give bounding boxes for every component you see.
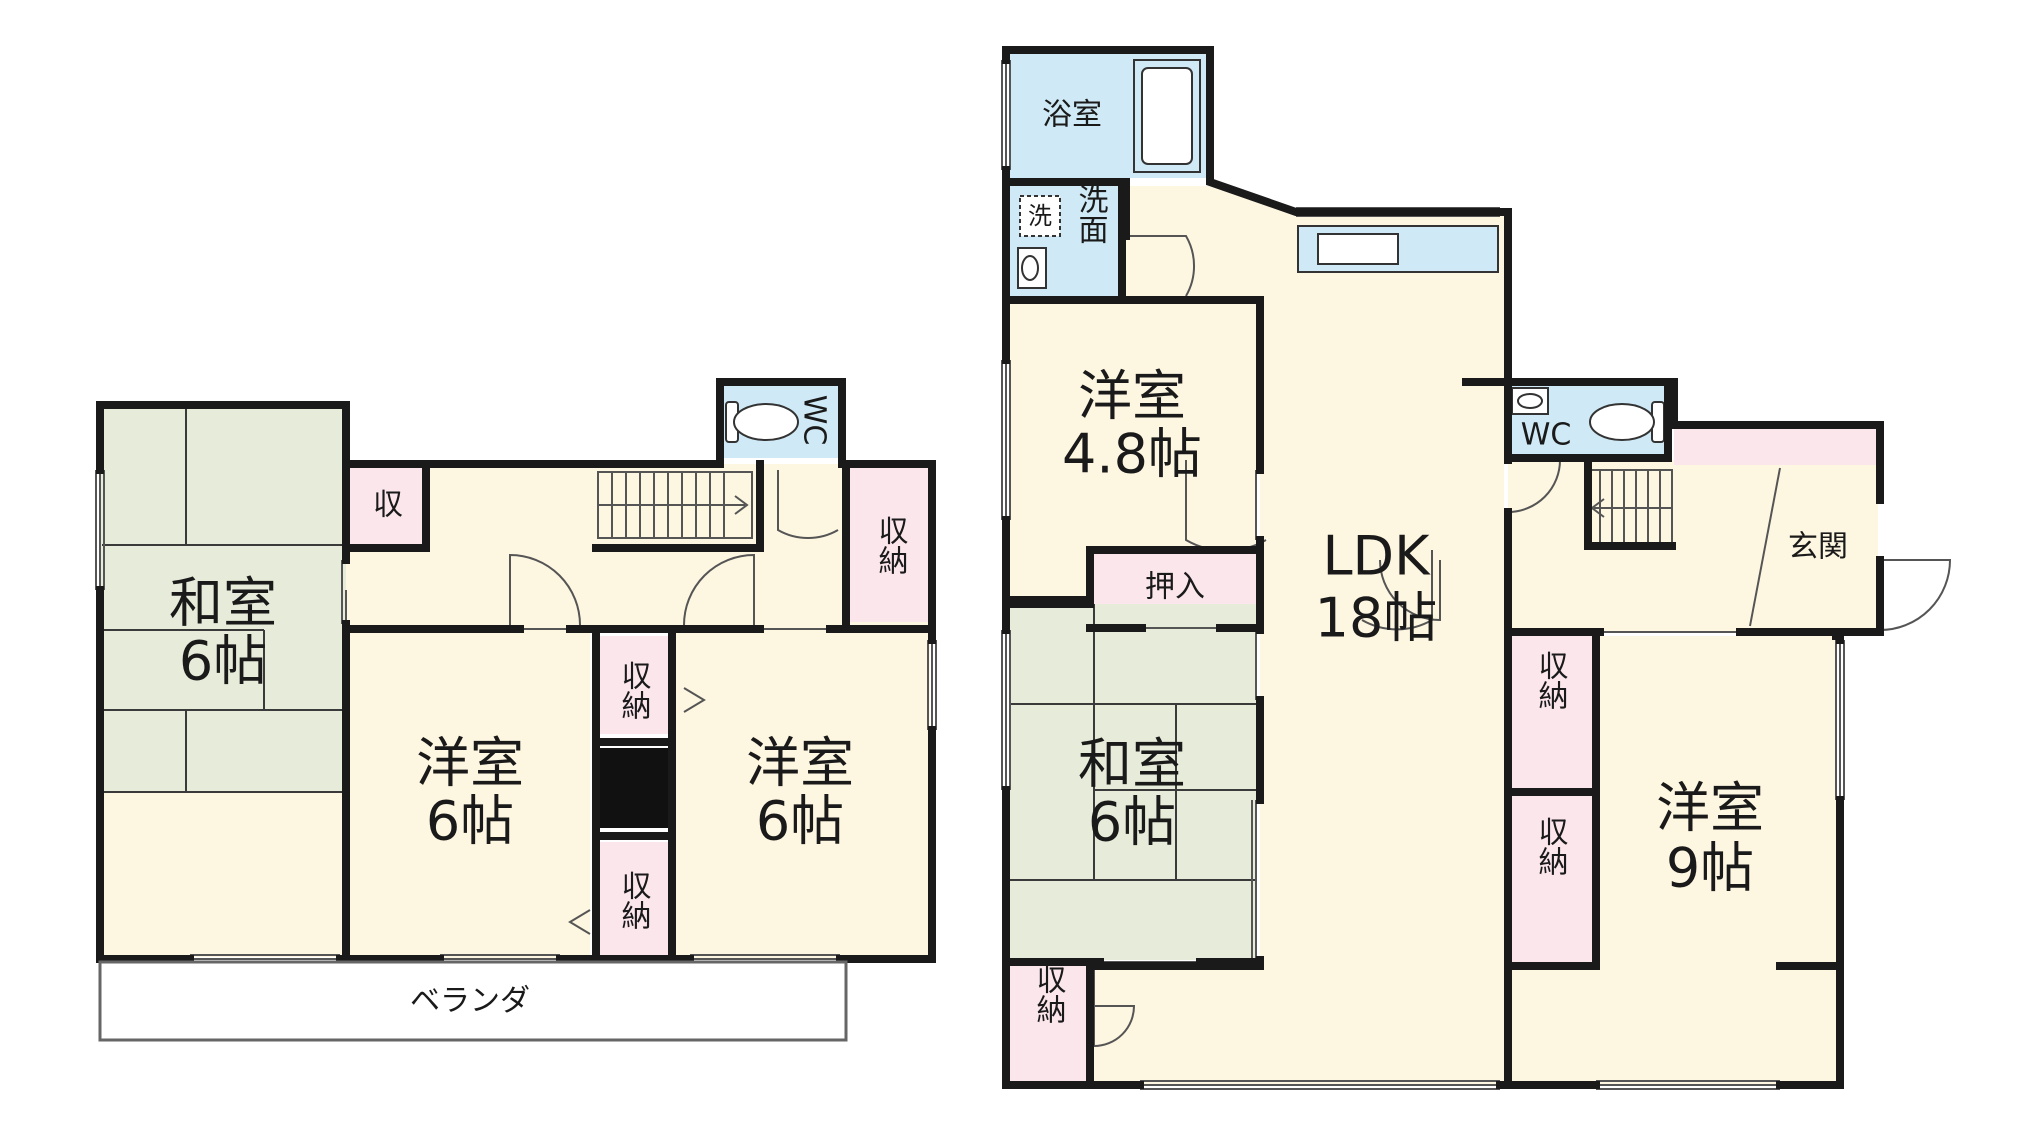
f2-yoshitsu-a-size: 6帖 bbox=[426, 790, 514, 853]
f1-ldk-name: LDK bbox=[1322, 525, 1431, 588]
f1-washitsu-size: 6帖 bbox=[1088, 791, 1176, 854]
f1-washer-label: 洗 bbox=[1028, 202, 1052, 230]
f2-veranda-label: ベランダ bbox=[410, 984, 530, 1019]
f2-shuno-hall-label: 収納 bbox=[873, 515, 909, 575]
f1-washitsu-name: 和室 bbox=[1078, 733, 1186, 796]
f1-sink-icon bbox=[1017, 247, 1047, 289]
f1-shuno-r2-label: 収納 bbox=[1533, 816, 1569, 876]
f1-genkan-floor bbox=[1760, 460, 1878, 632]
f1-shuno-bl-floor bbox=[1010, 966, 1086, 1085]
f1-toilet-icon bbox=[1589, 401, 1665, 443]
floor2-plan: 和室 6帖 洋室 6帖 洋室 6帖 収 収納 収納 収納 WC ベランダ bbox=[95, 378, 937, 1042]
f1-shuno-r2-floor bbox=[1508, 796, 1592, 962]
f2-shu-floor bbox=[350, 468, 426, 544]
f2-yoshitsu-b-floor bbox=[676, 629, 930, 959]
f1-shuno-r1-floor bbox=[1508, 636, 1592, 790]
f2-shuno-mid-bottom-floor bbox=[598, 842, 668, 957]
f1-yoshitsu-small-size: 4.8帖 bbox=[1062, 423, 1202, 486]
f2-stair-void bbox=[596, 748, 670, 828]
f1-bathtub-icon bbox=[1133, 59, 1201, 173]
f1-senmen-label: 洗面 bbox=[1073, 184, 1108, 244]
f2-washitsu-size: 6帖 bbox=[179, 630, 267, 693]
f1-kitchen-counter-icon bbox=[1297, 225, 1499, 273]
f1-wc-sink-icon bbox=[1511, 387, 1549, 415]
f2-veranda bbox=[98, 960, 848, 1042]
f1-washitsu-floor bbox=[1010, 604, 1256, 960]
f2-shuno-mid-bottom-label: 収納 bbox=[616, 870, 652, 930]
f2-staircase bbox=[597, 471, 753, 539]
f1-shuno-r1-label: 収納 bbox=[1533, 650, 1569, 710]
f1-ldk-floor bbox=[1126, 186, 1504, 1085]
f2-washitsu-floor bbox=[100, 405, 346, 792]
f1-shuno-bl-label: 収納 bbox=[1031, 964, 1067, 1024]
f1-oshiire-label: 押入 bbox=[1145, 570, 1205, 605]
f2-yoshitsu-b-size: 6帖 bbox=[756, 790, 844, 853]
f2-washitsu-name: 和室 bbox=[169, 572, 277, 635]
f2-toilet-icon bbox=[725, 401, 799, 443]
f1-washer-icon bbox=[1019, 195, 1061, 237]
f2-shuno-mid-top-floor bbox=[598, 636, 668, 734]
f1-yoshitsu-large-size: 9帖 bbox=[1666, 837, 1754, 900]
f2-shuno-hall-floor bbox=[850, 468, 930, 622]
f1-bath-label: 浴室 bbox=[1042, 98, 1102, 133]
f1-genkan-label: 玄関 bbox=[1788, 530, 1848, 565]
f1-ldk-lower bbox=[1090, 970, 1504, 1085]
f1-wc-label: WC bbox=[1521, 418, 1572, 453]
f1-ldk-size: 18帖 bbox=[1315, 587, 1438, 650]
f2-alcove-floor bbox=[100, 792, 346, 957]
f2-yoshitsu-a-name: 洋室 bbox=[416, 732, 524, 795]
f2-wc-label: WC bbox=[797, 395, 832, 446]
f1-genkan-shelf bbox=[1674, 425, 1878, 465]
f1-yoshitsu-large-lower bbox=[1508, 966, 1838, 1085]
f2-shuno-mid-top-label: 収納 bbox=[616, 660, 652, 720]
f1-yoshitsu-large-name: 洋室 bbox=[1656, 777, 1764, 840]
f1-yoshitsu-small-name: 洋室 bbox=[1078, 365, 1186, 428]
f2-yoshitsu-a-floor bbox=[350, 629, 590, 959]
floor1-plan: 浴室 洗 洗面 洋室 4.8帖 押入 和室 6帖 収納 LDK 18帖 WC 玄… bbox=[1001, 46, 1952, 1090]
f2-shu-label: 収 bbox=[373, 488, 403, 523]
f2-yoshitsu-b-name: 洋室 bbox=[746, 732, 854, 795]
